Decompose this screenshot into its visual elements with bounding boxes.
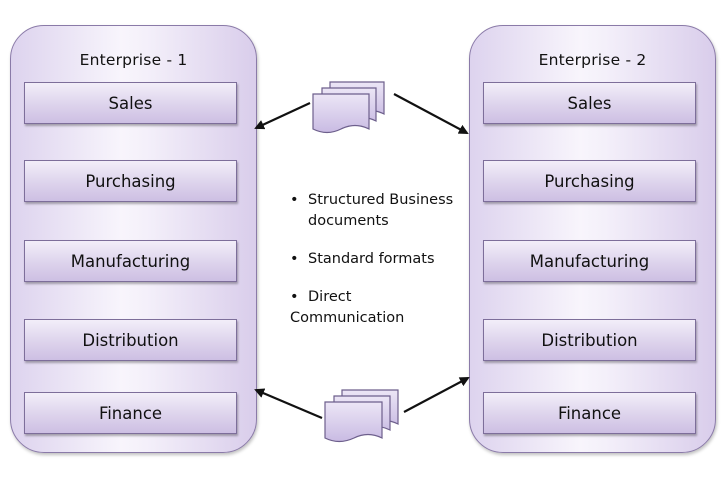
arrow-top-right <box>393 93 469 134</box>
arrow-bottom-right <box>403 377 470 413</box>
enterprise-2-title: Enterprise - 2 <box>538 51 647 69</box>
document-stack-bottom-icon <box>324 389 399 443</box>
enterprise-2-purchasing-box: Purchasing <box>483 160 696 202</box>
bullet-marker: • <box>290 192 299 208</box>
enterprise-1-manufacturing-box: Manufacturing <box>24 240 237 282</box>
bullet-item: • Structured Business documents <box>290 190 470 232</box>
enterprise-2-sales-box: Sales <box>483 82 696 124</box>
enterprise-2-manufacturing-box: Manufacturing <box>483 240 696 282</box>
enterprise-2-finance-box: Finance <box>483 392 696 434</box>
enterprise-1-title: Enterprise - 1 <box>79 51 188 69</box>
bullet-standard-formats: Standard formats <box>308 251 435 267</box>
arrow-top-left <box>254 102 311 130</box>
bullet-marker: • <box>290 289 299 305</box>
bullet-marker: • <box>290 251 299 267</box>
document-stack-top-icon <box>312 81 385 134</box>
enterprise-1-finance-box: Finance <box>24 392 237 434</box>
enterprise-1-container: Enterprise - 1 Sales Purchasing Manufact… <box>10 25 257 453</box>
bullet-structured-documents: Structured Business documents <box>308 192 454 229</box>
enterprise-2-distribution-box: Distribution <box>483 319 696 361</box>
bullet-item: • Direct Communication <box>290 287 470 329</box>
enterprise-1-distribution-box: Distribution <box>24 319 237 361</box>
enterprise-1-sales-box: Sales <box>24 82 237 124</box>
bullet-direct-communication: Direct Communication <box>290 289 405 326</box>
bullet-item: • Standard formats <box>290 249 470 270</box>
arrow-bottom-left <box>254 388 323 420</box>
feature-bullet-list: • Structured Business documents • Standa… <box>290 190 470 346</box>
enterprise-1-purchasing-box: Purchasing <box>24 160 237 202</box>
enterprise-2-container: Enterprise - 2 Sales Purchasing Manufact… <box>469 25 716 453</box>
